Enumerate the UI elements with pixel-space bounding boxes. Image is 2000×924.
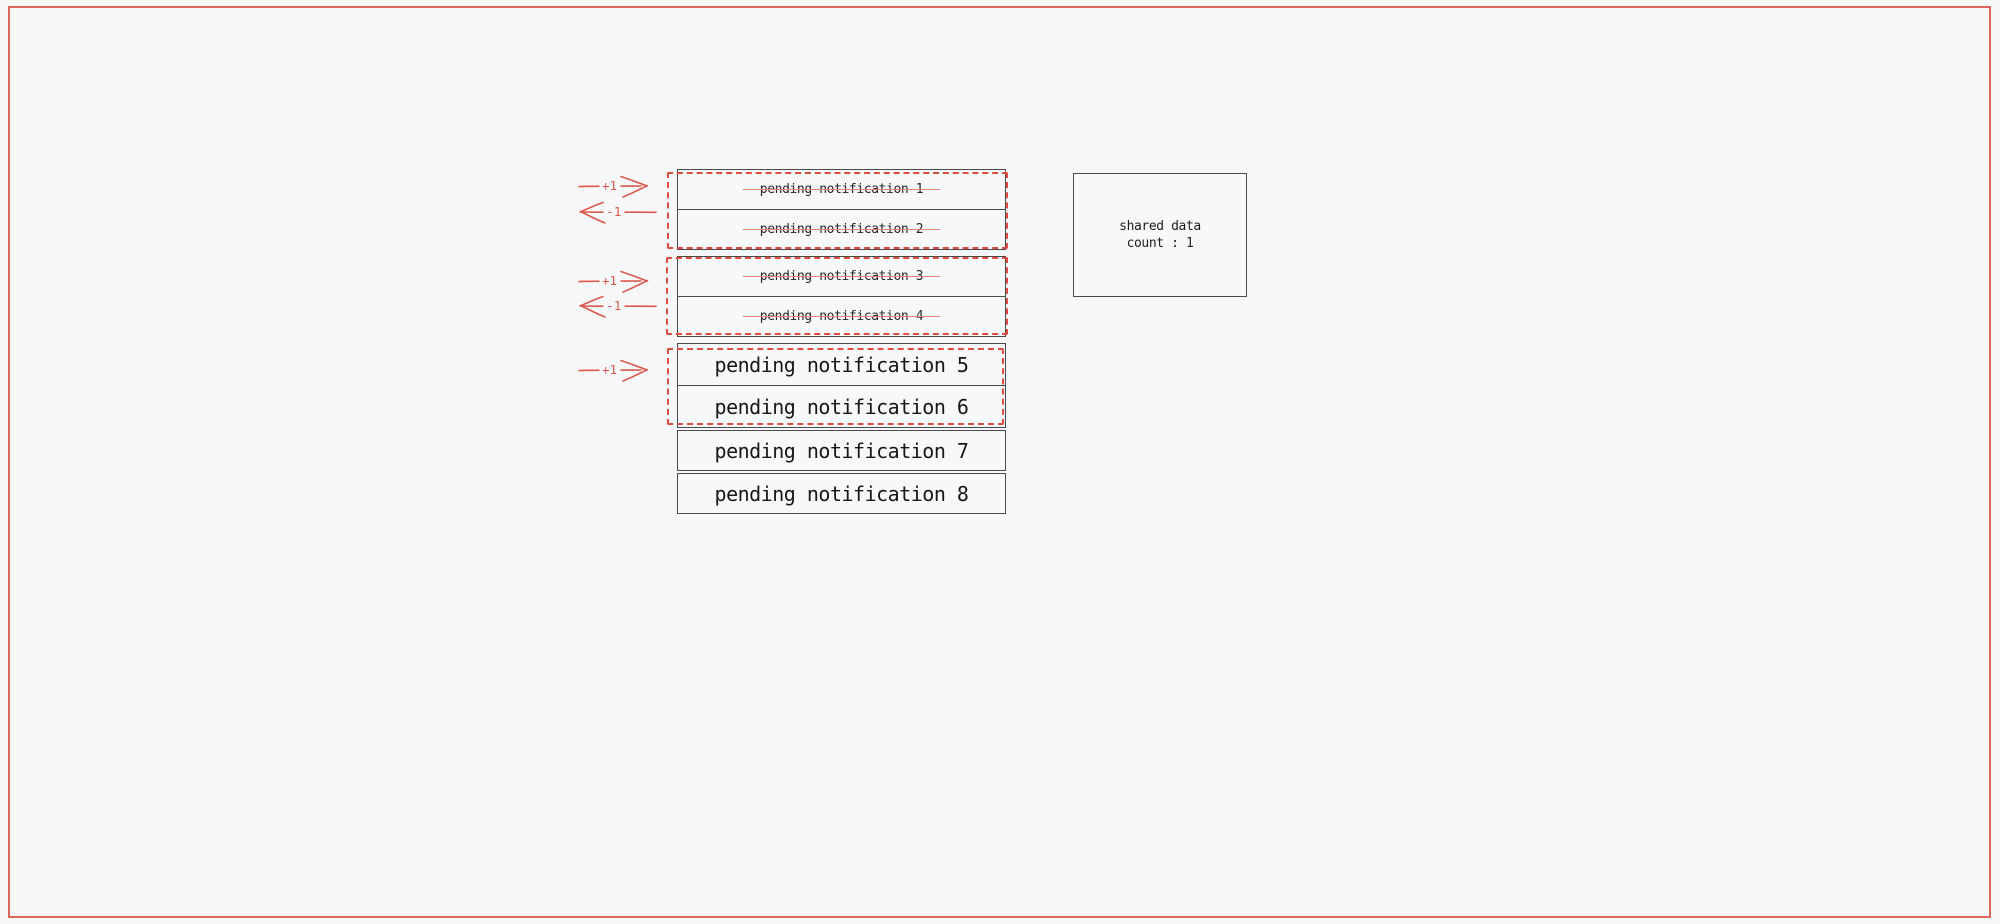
notification-label: pending notification 1 <box>742 182 941 197</box>
notification-label: pending notification 5 <box>714 352 969 377</box>
notification-label: pending notification 3 <box>742 269 941 284</box>
notification-row: pending notification 7 <box>678 431 1005 470</box>
arrow-count-label: -1 <box>603 203 625 219</box>
increment-arrow: +1 <box>576 268 662 294</box>
increment-arrow: +1 <box>576 173 662 199</box>
notification-row: pending notification 1 <box>678 170 1005 209</box>
notification-row: pending notification 4 <box>678 296 1005 336</box>
notification-box-8: pending notification 8 <box>677 473 1006 514</box>
notification-label: pending notification 4 <box>742 309 941 324</box>
shared-data-count: count : 1 <box>1126 236 1194 251</box>
increment-arrow: +1 <box>576 357 662 383</box>
arrow-count-label: -1 <box>603 297 625 313</box>
notification-stack-group-1: pending notification 1 pending notificat… <box>677 169 1006 250</box>
arrow-count-label: +1 <box>599 272 621 288</box>
shared-data-box: shared data count : 1 <box>1073 173 1247 297</box>
notification-label: pending notification 7 <box>714 438 969 463</box>
notification-row: pending notification 8 <box>678 474 1005 513</box>
decrement-arrow: -1 <box>576 293 662 319</box>
shared-data-title: shared data <box>1119 219 1201 234</box>
notification-row: pending notification 6 <box>678 385 1005 427</box>
decrement-arrow: -1 <box>576 199 662 225</box>
notification-box-7: pending notification 7 <box>677 430 1006 471</box>
notification-stack-group-2: pending notification 3 pending notificat… <box>677 256 1006 337</box>
notification-stack-group-3: pending notification 5 pending notificat… <box>677 343 1006 428</box>
notification-label: pending notification 2 <box>742 222 941 237</box>
notification-row: pending notification 3 <box>678 257 1005 296</box>
arrow-count-label: +1 <box>599 361 621 377</box>
notification-row: pending notification 2 <box>678 209 1005 249</box>
notification-row: pending notification 5 <box>678 344 1005 385</box>
notification-label: pending notification 8 <box>714 481 969 506</box>
notification-label: pending notification 6 <box>714 394 969 419</box>
arrow-count-label: +1 <box>599 177 621 193</box>
